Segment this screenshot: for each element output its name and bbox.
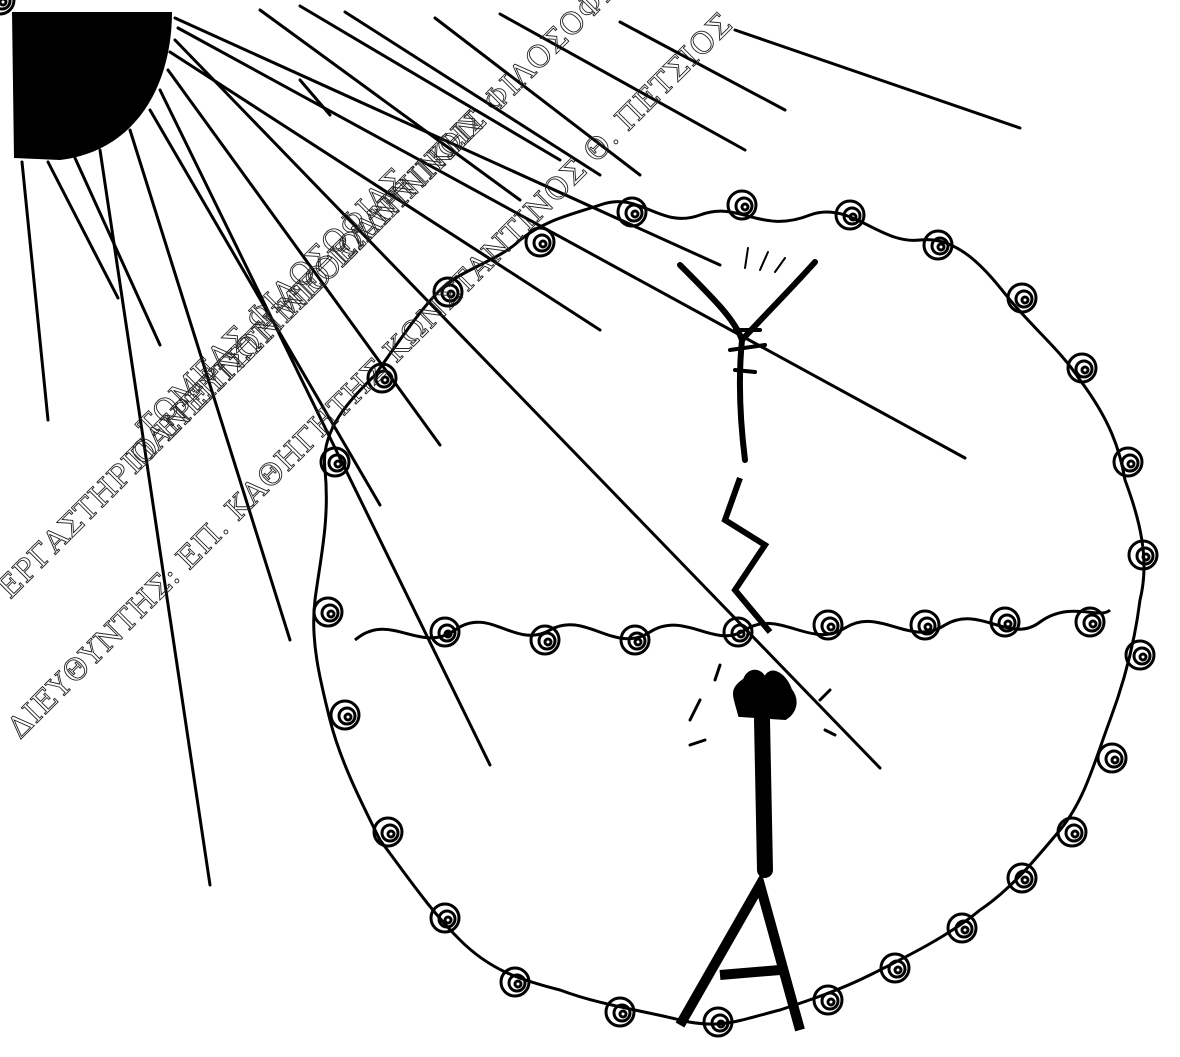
torch-figure [690,665,835,870]
lightning-bolt [725,478,770,632]
y-figure [680,248,815,460]
sun-shape [12,12,172,160]
